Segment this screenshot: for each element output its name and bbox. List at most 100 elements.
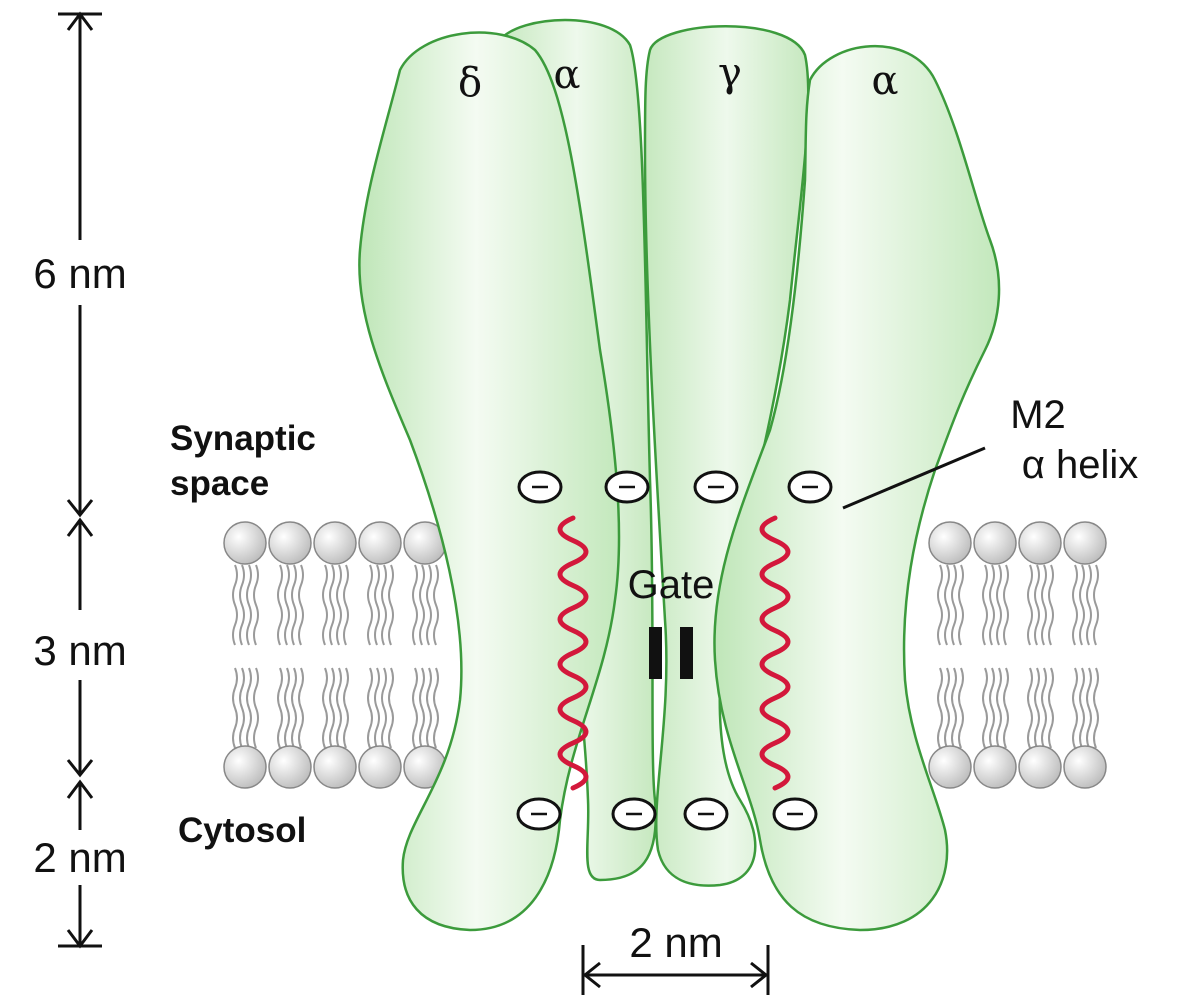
lipid-tail — [1035, 565, 1039, 645]
subunit-label-gamma: γ — [718, 50, 742, 96]
lipid-tail — [368, 565, 372, 645]
lipid-tail — [337, 668, 341, 748]
lipid-head — [224, 522, 266, 564]
lipid-tail — [1042, 565, 1046, 645]
lipid-tail — [952, 668, 956, 748]
lipid-tail — [1049, 565, 1053, 645]
lipid-tail — [1094, 565, 1098, 645]
lipid-tail — [952, 565, 956, 645]
lipid-tail — [1004, 668, 1008, 748]
lipid-head — [269, 522, 311, 564]
lipid-head — [974, 746, 1016, 788]
lipid-tail — [1049, 668, 1053, 748]
lipid-tail — [413, 565, 417, 645]
lipid-tail — [427, 565, 431, 645]
lipid-tail — [1028, 668, 1032, 748]
lipid-tail — [959, 668, 963, 748]
gate-bar-left — [649, 627, 662, 679]
lipid-tail — [330, 668, 334, 748]
lipid-tail — [938, 668, 942, 748]
dimension-label-pore: 2 nm — [629, 919, 722, 966]
lipid-tail — [292, 565, 296, 645]
lipid-tail — [299, 668, 303, 748]
cytosol-label: Cytosol — [178, 811, 306, 850]
lipid-tail — [1080, 668, 1084, 748]
lipid-tail — [299, 565, 303, 645]
lipid-tail — [1080, 565, 1084, 645]
subunit-label-alpha-back: α — [553, 52, 580, 98]
lipid-tail — [427, 668, 431, 748]
lipid-tail — [413, 668, 417, 748]
lipid-tail — [1042, 668, 1046, 748]
lipid-tail — [938, 565, 942, 645]
synaptic-space-label-line2: space — [170, 464, 269, 503]
lipid-tail — [389, 565, 393, 645]
lipid-tail — [1073, 668, 1077, 748]
lipid-tail — [420, 565, 424, 645]
lipid-head — [224, 746, 266, 788]
lipid-tail — [292, 668, 296, 748]
dimension-label-membrane: 3 nm — [33, 627, 126, 674]
subunit-label-alpha-front: α — [871, 58, 898, 104]
lipid-tail — [233, 565, 237, 645]
lipid-head — [974, 522, 1016, 564]
lipid-tail — [382, 565, 386, 645]
lipid-tail — [389, 668, 393, 748]
lipid-tail — [285, 668, 289, 748]
lipid-head — [269, 746, 311, 788]
negative-charge — [606, 472, 648, 502]
lipid-tail — [247, 565, 251, 645]
lipid-head — [929, 746, 971, 788]
negative-charge — [518, 799, 560, 829]
lipid-tail — [1073, 565, 1077, 645]
lipid-tail — [254, 565, 258, 645]
lipid-tail — [330, 565, 334, 645]
negative-charge — [519, 472, 561, 502]
lipid-tail — [368, 668, 372, 748]
synaptic-space-label-line1: Synaptic — [170, 419, 316, 458]
lipid-tail — [233, 668, 237, 748]
lipid-tail — [959, 565, 963, 645]
lipid-tail — [344, 565, 348, 645]
vertical-dimension-scale — [58, 14, 102, 946]
lipid-tail — [983, 668, 987, 748]
lipid-tail — [337, 565, 341, 645]
lipid-tail — [382, 668, 386, 748]
negative-charge — [695, 472, 737, 502]
lipid-tail — [323, 565, 327, 645]
lipid-tail — [420, 668, 424, 748]
dimension-label-cytosolic: 2 nm — [33, 834, 126, 881]
lipid-tail — [240, 668, 244, 748]
lipid-head — [1019, 522, 1061, 564]
lipid-tail — [1028, 565, 1032, 645]
lipid-tail — [285, 565, 289, 645]
lipid-tail — [1004, 565, 1008, 645]
negative-charge — [613, 799, 655, 829]
lipid-tail — [247, 668, 251, 748]
lipid-tail — [983, 565, 987, 645]
lipid-head — [1019, 746, 1061, 788]
lipid-tail — [1094, 668, 1098, 748]
lipid-head — [359, 522, 401, 564]
negative-charge — [774, 799, 816, 829]
lipid-tail — [323, 668, 327, 748]
lipid-tail — [997, 565, 1001, 645]
lipid-tail — [434, 565, 438, 645]
lipid-tail — [1087, 668, 1091, 748]
lipid-head — [1064, 746, 1106, 788]
lipid-tail — [240, 565, 244, 645]
dimension-label-extracellular: 6 nm — [33, 250, 126, 297]
helix-label-line2: α helix — [1022, 443, 1139, 487]
lipid-head — [1064, 522, 1106, 564]
lipid-tail — [344, 668, 348, 748]
helix-label-line1: M2 — [1010, 393, 1066, 437]
lipid-tail — [434, 668, 438, 748]
lipid-tail — [945, 668, 949, 748]
lipid-tail — [990, 668, 994, 748]
gate-bar-right — [680, 627, 693, 679]
lipid-tail — [990, 565, 994, 645]
lipid-tail — [375, 565, 379, 645]
lipid-tail — [278, 565, 282, 645]
lipid-tail — [1087, 565, 1091, 645]
